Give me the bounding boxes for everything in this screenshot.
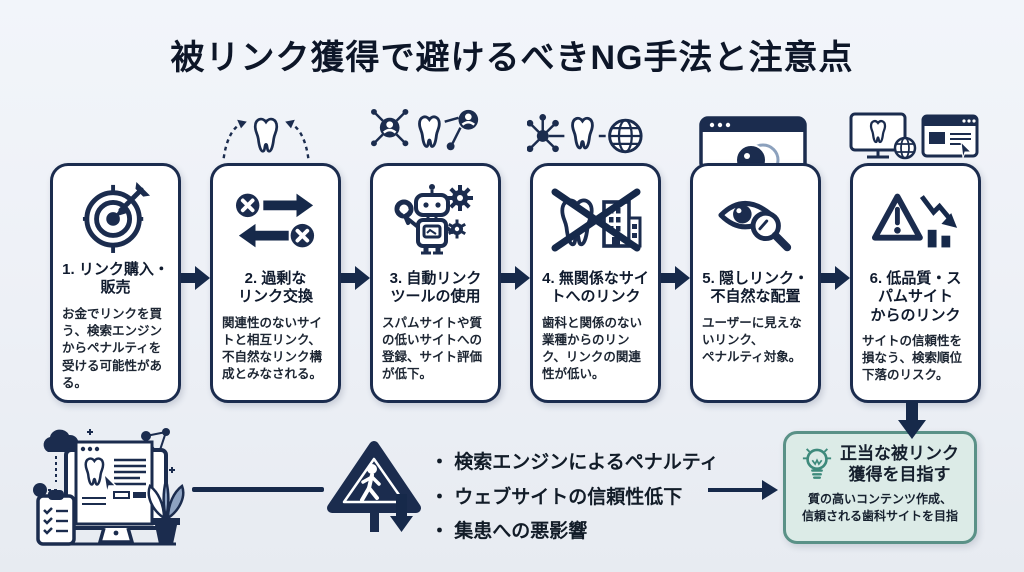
flow-arrow-icon <box>181 265 210 291</box>
goal-title: 正当な被リンク 獲得を目指す <box>840 444 959 485</box>
step-card-2: 2. 過剰な リンク交換 関連性のないサイトと相互リンク、不自然なリンク構成とみ… <box>210 163 341 403</box>
down-arrow-icon <box>898 401 926 439</box>
right-arrow-icon <box>708 480 778 500</box>
step-title: 2. 過剰な リンク交換 <box>237 270 313 306</box>
step-desc: お金でリンクを買う、検索エンジンからペナルティを受ける可能性がある。 <box>62 306 163 390</box>
pedestrian-warning-sign-icon <box>327 441 421 532</box>
tooth-dashed-arrows-icon <box>222 117 310 159</box>
step-title: 6. 低品質・ス パムサイト からのリンク <box>869 270 962 324</box>
browser-avatar-icon <box>699 116 807 172</box>
consequence-list: ・ 検索エンジンによるペナルティ ・ ウェブサイトの信頼性低下 ・ 集患への悪影… <box>430 446 719 550</box>
step-desc: 歯科と関係のない業種からのリンク、リンクの関連性が低い。 <box>542 315 643 382</box>
page-title: 被リンク獲得で避けるべきNG手法と注意点 <box>170 39 854 77</box>
crossed-tooth-building-icon <box>548 174 644 268</box>
flow-arrow-icon <box>661 265 690 291</box>
consequence-item: ・ 集患への悪影響 <box>430 521 588 543</box>
flow-arrow-icon <box>821 265 850 291</box>
flow-arrow-icon <box>341 265 370 291</box>
consequence-item: ・ ウェブサイトの信頼性低下 <box>430 486 683 508</box>
goal-desc: 質の高いコンテンツ作成、 信頼される歯科サイトを目指 <box>801 491 958 523</box>
step-desc: スパムサイトや質の低いサイトへの登録、サイト評価が低下。 <box>382 315 483 382</box>
steps-row: 1. リンク購入・ 販売 お金でリンクを買う、検索エンジンからペナルティを受ける… <box>50 163 981 403</box>
warning-decline-icon <box>871 174 961 268</box>
step-card-4: 4. 無関係なサイ トへのリンク 歯科と関係のない業種からのリンク、リンクの関連… <box>530 163 661 403</box>
step-desc: サイトの信頼性を損なう、検索順位下落のリスク。 <box>862 333 963 383</box>
people-network-tooth-icon <box>371 108 479 151</box>
connector-line <box>192 487 324 492</box>
molecule-tooth-globe-icon <box>527 113 643 154</box>
step-title: 3. 自動リンク ツールの使用 <box>389 270 482 306</box>
step-card-1: 1. リンク購入・ 販売 お金でリンクを買う、検索エンジンからペナルティを受ける… <box>50 163 181 403</box>
goal-header: 正当な被リンク 獲得を目指す <box>801 443 959 486</box>
lightbulb-icon <box>802 448 832 480</box>
step-title: 4. 無関係なサイ トへのリンク <box>542 270 649 306</box>
monitor-globe-browser-icon <box>849 112 979 160</box>
step-desc: ユーザーに見えないリンク、 ペナルティ対象。 <box>702 315 802 365</box>
gear-big <box>446 185 473 211</box>
step-title: 1. リンク購入・ 販売 <box>62 261 169 297</box>
dental-website-illustration <box>33 428 185 546</box>
blocked-link-exchange-icon <box>235 174 317 268</box>
robot-gears-icon <box>394 174 478 268</box>
step-title: 5. 隠しリンク・ 不自然な配置 <box>702 270 809 306</box>
eye-magnifier-icon <box>715 174 797 268</box>
step-desc: 関連性のないサイトと相互リンク、不自然なリンク構成とみなされる。 <box>222 315 323 382</box>
step-card-6: 6. 低品質・ス パムサイト からのリンク サイトの信頼性を損なう、検索順位下落… <box>850 163 981 403</box>
target-dart-icon <box>81 174 151 259</box>
flow-arrow-icon <box>501 265 530 291</box>
goal-box: 正当な被リンク 獲得を目指す 質の高いコンテンツ作成、 信頼される歯科サイトを目… <box>783 431 977 544</box>
gear-small <box>447 219 466 239</box>
consequence-item: ・ 検索エンジンによるペナルティ <box>430 452 719 473</box>
step-card-3: 3. 自動リンク ツールの使用 スパムサイトや質の低いサイトへの登録、サイト評価… <box>370 163 501 403</box>
step-card-5: 5. 隠しリンク・ 不自然な配置 ユーザーに見えないリンク、 ペナルティ対象。 <box>690 163 821 403</box>
